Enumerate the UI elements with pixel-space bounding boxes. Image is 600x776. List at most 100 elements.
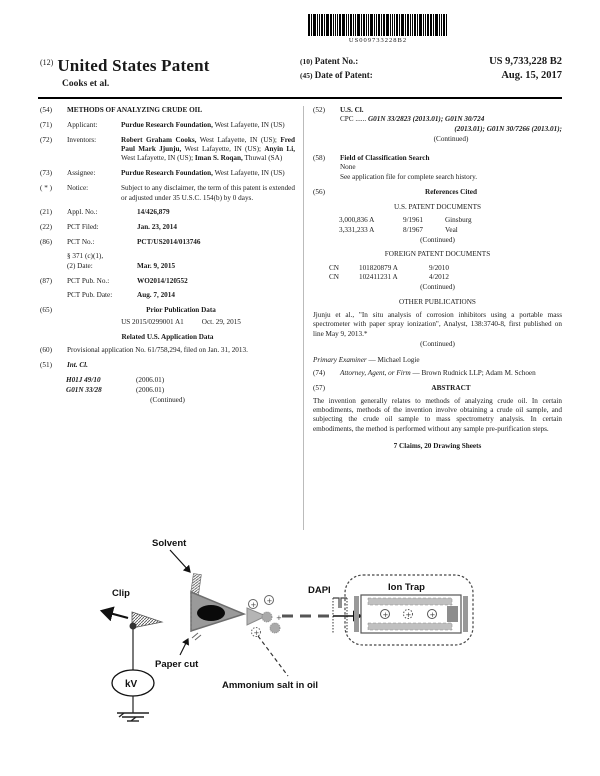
inventor-location: West Lafayette, IN (US); xyxy=(121,154,195,163)
pct-filed-tag: (22) xyxy=(40,223,52,232)
applicant-tag: (71) xyxy=(40,120,52,129)
body-columns: (54) METHODS OF ANALYZING CRUDE OIL (71)… xyxy=(40,106,562,530)
int-cl-year: (2006.01) xyxy=(136,376,165,385)
pct-filed-body: PCT Filed: Jan. 23, 2014 xyxy=(67,223,295,232)
int-cl-code: H01J 49/10 xyxy=(66,376,101,385)
paper-cut-label: Paper cut xyxy=(155,659,199,670)
us-patent-docs-heading: U.S. PATENT DOCUMENTS xyxy=(393,202,482,211)
notice-tag: ( * ) xyxy=(40,184,52,193)
us-patent-doc-row: 3,000,836 A 9/1961 Ginsburg xyxy=(313,216,562,225)
int-cl-tag: (51) xyxy=(40,361,52,370)
us-doc-number: 3,331,233 A xyxy=(338,225,375,234)
inventors-label: Inventors: xyxy=(67,135,97,144)
pct-pub-date-row: PCT Pub. Date: Aug. 7, 2014 xyxy=(67,291,295,300)
abstract-tag: (57) xyxy=(312,384,325,393)
us-doc-name: Veal xyxy=(444,225,458,234)
notice-entry: ( * ) Notice: Subject to any disclaimer,… xyxy=(40,184,295,203)
notice-body: Notice: Subject to any disclaimer, the t… xyxy=(67,184,295,203)
header-right: (10) Patent No.: US 9,733,228 B2 (45) Da… xyxy=(300,56,562,89)
primary-examiner-line: Primary Examiner — Michael Logie xyxy=(313,356,562,365)
attorney-name: — Brown Rudnick LLP; Adam M. Schoen xyxy=(410,368,536,377)
clip-arrow xyxy=(99,606,129,622)
applicant-entry: (71) Applicant: Purdue Research Foundati… xyxy=(40,121,295,130)
foreign-doc-row: CN 102411231 A 4/2012 xyxy=(313,273,562,282)
inventor-location: West Lafayette, IN (US); xyxy=(181,145,265,154)
spray-cone xyxy=(246,607,268,626)
pct-pub-tag: (87) xyxy=(40,276,52,285)
appl-no-value: 14/426,879 xyxy=(137,208,170,217)
pct-pub-no-value: WO2014/120552 xyxy=(137,276,188,285)
appl-no-label: Appl. No.: xyxy=(67,208,98,217)
trap-electrode-right xyxy=(463,596,468,632)
inventor-location: Thuwal (SA) xyxy=(242,154,283,163)
foreign-doc-number: 101820879 A xyxy=(358,263,398,272)
field-search-tag: (58) xyxy=(312,153,325,162)
int-cl-row: H01J 49/10 (2006.01) xyxy=(40,376,295,385)
svg-text:+: + xyxy=(276,614,282,622)
pct-filed-label: PCT Filed: xyxy=(67,223,99,232)
applicant-label: Applicant: xyxy=(67,120,98,129)
title-tag: (54) xyxy=(40,106,52,114)
references-entry: (56) References Cited xyxy=(313,188,562,197)
applicant-location: West Lafayette, IN (US) xyxy=(212,120,285,129)
field-search-body: Field of Classification Search None See … xyxy=(340,154,562,182)
assignee-tag: (73) xyxy=(40,169,52,178)
prior-pub-tag: (65) xyxy=(40,305,52,314)
other-publications-continued: (Continued) xyxy=(420,340,455,349)
svg-text:+: + xyxy=(254,629,260,637)
paper-cut-arrow xyxy=(179,638,189,656)
assignee-value: Purdue Research Foundation, West Lafayet… xyxy=(121,169,295,178)
us-patent-doc-row: 3,331,233 A 8/1967 Veal xyxy=(313,226,562,235)
other-publications-text: Jjunju et al., "In situ analysis of corr… xyxy=(312,311,562,338)
foreign-doc-date: 9/2010 xyxy=(428,263,449,272)
barcode-bars xyxy=(292,14,464,36)
references-heading: References Cited xyxy=(425,188,477,197)
inventors-body: Inventors: Robert Graham Cooks, West Laf… xyxy=(67,136,295,164)
int-cl-body: Int. Cl. xyxy=(67,361,295,370)
attorney-tag: (74) xyxy=(312,368,325,377)
page-title: (12) United States Patent xyxy=(40,56,210,76)
pct-pub-no-row: PCT Pub. No.: WO2014/120552 xyxy=(67,277,295,286)
kv-label: kV xyxy=(125,679,138,690)
kind-code-tag: (12) xyxy=(40,58,54,67)
ion-trap-label: Ion Trap xyxy=(388,582,425,593)
us-doc-date: 9/1961 xyxy=(402,216,423,225)
prior-pub-number: US 2015/0299001 A1 xyxy=(121,318,184,327)
clip-label: Clip xyxy=(112,588,130,599)
inventor-name: Anyin Li, xyxy=(264,145,295,154)
abstract-heading: ABSTRACT xyxy=(431,384,471,393)
svg-text:+: + xyxy=(267,597,273,605)
appl-no-entry: (21) Appl. No.: 14/426,879 xyxy=(40,208,295,217)
patent-number-label: (10) Patent No.: xyxy=(300,56,358,66)
applicant-value: Purdue Research Foundation, West Lafayet… xyxy=(121,121,295,130)
alligator-clip-icon xyxy=(131,611,164,629)
prior-pub-date: Oct. 29, 2015 xyxy=(201,318,241,327)
patent-date-value: Aug. 15, 2017 xyxy=(501,70,562,81)
patent-date-row: (45) Date of Patent: Aug. 15, 2017 xyxy=(300,70,562,81)
attorney-body: Attorney, Agent, or Firm — Brown Rudnick… xyxy=(340,369,562,378)
pct-pub-body: PCT Pub. No.: WO2014/120552 PCT Pub. Dat… xyxy=(67,277,295,301)
header-divider xyxy=(38,97,562,99)
inventors-entry: (72) Inventors: Robert Graham Cooks, Wes… xyxy=(40,136,295,164)
pct-pub-no-label: PCT Pub. No.: xyxy=(67,276,110,285)
provisional-tag: (60) xyxy=(40,346,52,355)
foreign-doc-country: CN xyxy=(328,263,339,272)
appl-no-body: Appl. No.: 14/426,879 xyxy=(67,208,295,217)
field-search-see: See application file for complete search… xyxy=(339,172,478,181)
svg-text:+: + xyxy=(383,611,389,619)
other-publications-heading: OTHER PUBLICATIONS xyxy=(399,297,476,306)
svg-text:+: + xyxy=(430,611,436,619)
us-cl-tag: (52) xyxy=(312,106,325,114)
abstract-entry: (57) ABSTRACT xyxy=(313,384,562,393)
trap-detector-block xyxy=(447,606,458,622)
applicant-body: Applicant: Purdue Research Foundation, W… xyxy=(67,121,295,130)
title-entry: (54) METHODS OF ANALYZING CRUDE OIL xyxy=(40,106,295,115)
patent-date-label: (45) Date of Patent: xyxy=(300,70,373,80)
us-cl-body: U.S. Cl. CPC ...... G01N 33/2823 (2013.0… xyxy=(340,106,562,148)
pct-pub-date-label: PCT Pub. Date: xyxy=(67,291,113,300)
patent-number-tag: (10) xyxy=(300,57,313,66)
references-tag: (56) xyxy=(312,188,325,197)
patent-office-title: United States Patent xyxy=(57,56,210,75)
barcode-text: US009733228B2 xyxy=(348,37,408,44)
inventor-location: West Lafayette, IN (US); xyxy=(196,135,281,144)
